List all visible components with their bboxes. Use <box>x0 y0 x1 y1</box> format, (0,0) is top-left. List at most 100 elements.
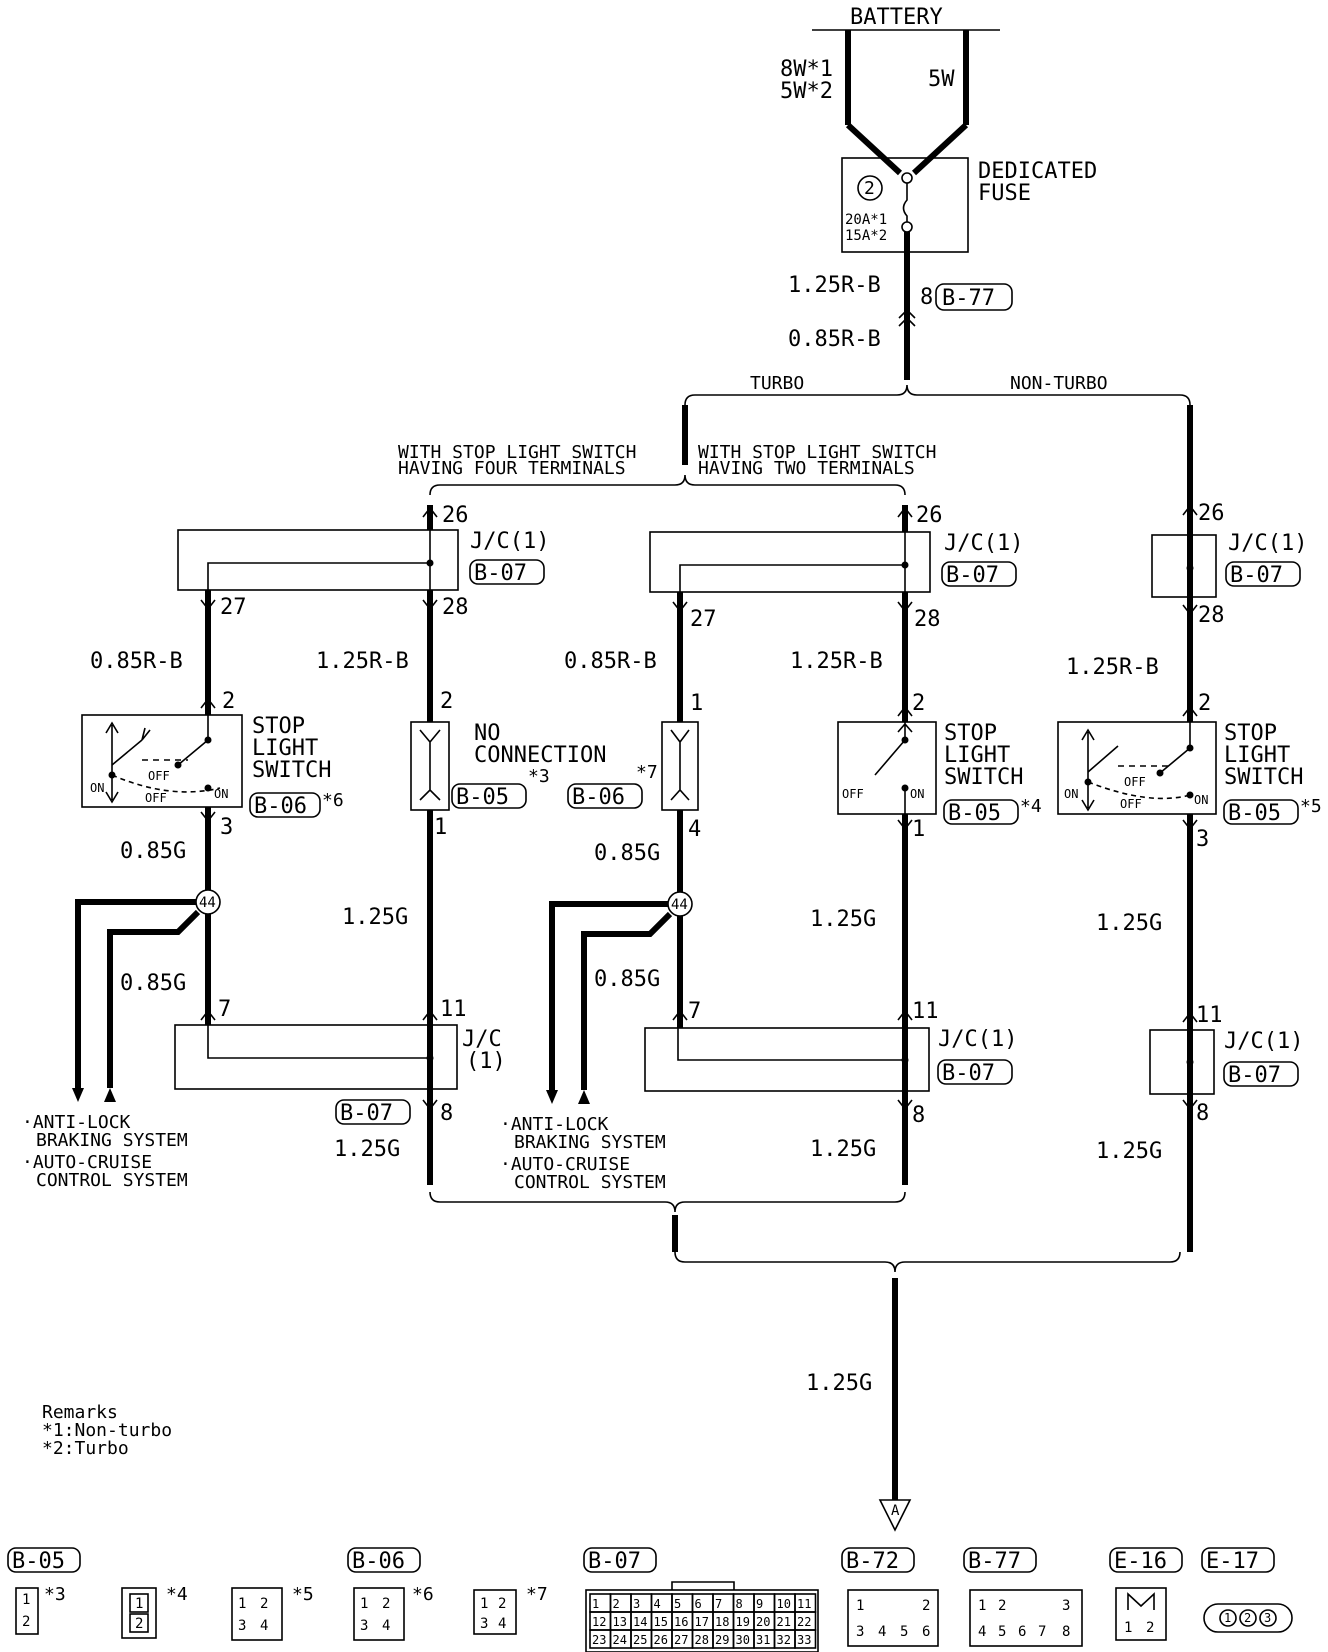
a-splice-wire2 <box>107 909 201 1088</box>
a-jc-top-tag-box <box>469 559 545 585</box>
fuse-rating-1: 20A*1 <box>845 212 887 228</box>
legend-b72-p3: 3 <box>856 1624 864 1640</box>
a-t3: 3 <box>220 815 233 840</box>
legend-b72-p1: 1 <box>856 1598 864 1614</box>
fuse-title-1: DEDICATED <box>978 159 1097 184</box>
legend-e16-body <box>1115 1587 1167 1641</box>
legend-b07-pin: 9 <box>756 1597 763 1611</box>
c-t11: 11 <box>1196 1003 1223 1028</box>
power-left-2: 5W*2 <box>780 79 833 104</box>
a-jc-bottom-label2: (1) <box>466 1049 506 1074</box>
c-jc-bottom-tag: B-07 <box>1228 1063 1281 1088</box>
legend-b77-p5: 5 <box>998 1624 1006 1640</box>
c-wire-r125: 1.25R-B <box>1066 655 1159 680</box>
a-switch-box <box>81 714 243 808</box>
legend-b07-pin: 13 <box>613 1615 627 1629</box>
legend-b77-p7: 7 <box>1038 1624 1046 1640</box>
four-terminals-2: HAVING FOUR TERMINALS <box>398 458 626 479</box>
a-switch-on1: ON <box>90 781 104 795</box>
a-sys-4: CONTROL SYSTEM <box>36 1170 188 1191</box>
four-terminals-1: WITH STOP LIGHT SWITCH <box>398 442 636 463</box>
c-switch-box <box>1057 721 1217 815</box>
b-switch-title-1: STOP <box>944 721 997 746</box>
a-switch-title-1: STOP <box>252 714 305 739</box>
b-jc-top-int2 <box>679 564 905 592</box>
power-right: 5W <box>928 67 955 92</box>
legend-b07-pin: 7 <box>715 1597 722 1611</box>
b-splice: 44 <box>671 897 688 913</box>
c-switch-on1: ON <box>1064 787 1078 801</box>
legend-b07-pin: 16 <box>674 1615 688 1629</box>
legend-b06-6-p3: 3 <box>360 1618 368 1634</box>
a-switch-arm-tip <box>141 727 151 741</box>
b-t1: 1 <box>690 691 703 716</box>
a-sys-3: ·AUTO-CRUISE <box>22 1152 152 1173</box>
legend-b07-pin: 8 <box>736 1597 743 1611</box>
a-noconn-mark <box>419 729 441 801</box>
legend-b05-4-p2: 2 <box>135 1616 143 1632</box>
a-switch-arms <box>111 715 209 766</box>
a-t2: 2 <box>222 689 235 714</box>
legend-b05-4-p1: 1 <box>135 1596 143 1612</box>
b77-tag: B-77 <box>942 286 995 311</box>
main-terminal: 8 <box>920 285 933 310</box>
terminal-brace <box>429 474 906 496</box>
a-t1: 1 <box>434 815 447 840</box>
final-wire-label: 1.25G <box>806 1371 872 1396</box>
legend-b05-4-c2 <box>129 1613 149 1633</box>
b-switch-arm <box>874 722 913 776</box>
a-arrow-27 <box>200 599 216 611</box>
c-switch-dot3 <box>1186 744 1194 752</box>
a-arrow-7 <box>200 1009 216 1021</box>
b-switch-dot1 <box>901 736 909 744</box>
a-switch-title-3: SWITCH <box>252 758 331 783</box>
b-wire-g085b: 0.85G <box>594 967 660 992</box>
c-switch-title-2: LIGHT <box>1224 743 1290 768</box>
a-arrow-3 <box>200 811 216 823</box>
b-t2: 2 <box>912 691 925 716</box>
a-sys-2: BRAKING SYSTEM <box>36 1130 188 1151</box>
c-jc-top-tag-box <box>1225 561 1301 587</box>
a-jc-bottom-label1: J/C <box>462 1027 502 1052</box>
a-t7: 7 <box>218 997 231 1022</box>
c-jc-bottom-dot <box>1186 1058 1194 1066</box>
legend-e17-c3 <box>1259 1609 1277 1627</box>
battery-wire-right-diag <box>911 122 969 176</box>
legend-b72-p4: 4 <box>878 1624 886 1640</box>
remarks-1: *1:Non-turbo <box>42 1420 172 1441</box>
a-t26: 26 <box>442 503 469 528</box>
c-jc-top-label: J/C(1) <box>1228 531 1307 556</box>
b-t8: 8 <box>912 1103 925 1128</box>
c-t2: 2 <box>1198 691 1211 716</box>
a-arrow-abs <box>72 1088 84 1102</box>
b-arrow-2 <box>897 705 913 717</box>
legend-b07-pin: 18 <box>715 1615 729 1629</box>
ground-ref: A <box>891 1503 900 1519</box>
non-turbo-label: NON-TURBO <box>1010 373 1108 394</box>
legend-b07-pin: 2 <box>613 1597 620 1611</box>
c-jc-bottom-tag-box <box>1223 1061 1299 1087</box>
legend-e17-tag-box <box>1201 1547 1275 1573</box>
legend-b05-4-c1 <box>129 1593 149 1613</box>
battery-wire-left-diag <box>845 122 903 176</box>
b-noconn-note: *7 <box>636 762 658 783</box>
b-switch-note: *4 <box>1020 796 1042 817</box>
b-jc-bottom-int <box>677 1028 905 1061</box>
c-jc-bottom-label: J/C(1) <box>1224 1029 1303 1054</box>
b-switch-title-3: SWITCH <box>944 765 1023 790</box>
b-sys-2: BRAKING SYSTEM <box>514 1132 666 1153</box>
legend-b06-6-p4: 4 <box>382 1618 390 1634</box>
legend-b07-pin: 21 <box>777 1615 791 1629</box>
a-jc-top-dot <box>426 559 434 567</box>
a-arrow-cruise <box>104 1088 116 1102</box>
legend-note4: *4 <box>166 1584 188 1605</box>
c-jc-bottom <box>1149 1029 1215 1095</box>
c-switch-off2: OFF <box>1120 797 1142 811</box>
legend-e16-key <box>1127 1592 1155 1610</box>
legend-b72-p2: 2 <box>922 1598 930 1614</box>
b-jc-top-tag-box <box>941 561 1017 587</box>
fuse-element <box>902 183 908 222</box>
two-terminals-1: WITH STOP LIGHT SWITCH <box>698 442 936 463</box>
b-jc-top-label: J/C(1) <box>944 531 1023 556</box>
